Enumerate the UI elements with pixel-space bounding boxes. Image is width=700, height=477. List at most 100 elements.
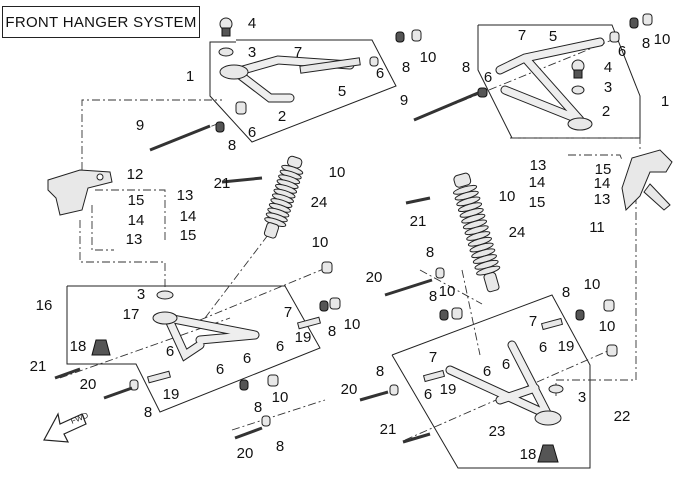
callout-7: 7 (529, 313, 537, 330)
callout-6: 6 (424, 386, 432, 403)
callout-20: 20 (80, 376, 97, 393)
callout-2: 2 (278, 108, 286, 125)
callout-19: 19 (295, 329, 312, 346)
callout-15: 15 (180, 227, 197, 244)
callout-8: 8 (642, 35, 650, 52)
callout-6: 6 (539, 339, 547, 356)
callout-12: 12 (127, 166, 144, 183)
callout-21: 21 (30, 358, 47, 375)
callout-10: 10 (329, 164, 346, 181)
callout-19: 19 (163, 386, 180, 403)
callout-6: 6 (216, 361, 224, 378)
callout-8: 8 (402, 59, 410, 76)
assembly-line (419, 269, 483, 305)
callout-23: 23 (489, 423, 506, 440)
callout-24: 24 (509, 224, 526, 241)
callout-15: 15 (128, 192, 145, 209)
callout-6: 6 (376, 65, 384, 82)
callout-20: 20 (366, 269, 383, 286)
callout-16: 16 (36, 297, 53, 314)
callout-3: 3 (578, 389, 586, 406)
steering-knuckle-right (621, 149, 673, 212)
assembly-line (461, 269, 481, 356)
callout-10: 10 (420, 49, 437, 66)
callout-10: 10 (654, 31, 671, 48)
callout-5: 5 (549, 28, 557, 45)
callout-1: 1 (186, 68, 194, 85)
callout-10: 10 (272, 389, 289, 406)
callout-19: 19 (558, 338, 575, 355)
callout-15: 15 (595, 161, 612, 178)
lower-a-arm-right (359, 196, 618, 463)
forward-direction-arrow: FWD (43, 411, 90, 443)
callout-13: 13 (594, 191, 611, 208)
assembly-line (79, 220, 166, 290)
callout-6: 6 (484, 69, 492, 86)
assembly-line (91, 205, 114, 251)
callout-13: 13 (126, 231, 143, 248)
upper-a-arm-left (215, 17, 379, 133)
assembly-line (510, 137, 641, 150)
callout-8: 8 (376, 363, 384, 380)
shock-absorber-right (452, 172, 501, 293)
callout-14: 14 (594, 175, 611, 192)
callout-3: 3 (248, 44, 256, 61)
callout-9: 9 (136, 117, 144, 134)
callout-7: 7 (518, 27, 526, 44)
callout-3: 3 (137, 286, 145, 303)
callout-6: 6 (276, 338, 284, 355)
callout-1: 1 (661, 93, 669, 110)
callout-8: 8 (462, 59, 470, 76)
callout-14: 14 (128, 212, 145, 229)
callout-8: 8 (228, 137, 236, 154)
upper-arm-left-group-outline (209, 39, 397, 143)
callout-8: 8 (562, 284, 570, 301)
callout-6: 6 (618, 43, 626, 60)
callout-5: 5 (338, 83, 346, 100)
callout-14: 14 (180, 208, 197, 225)
callout-17: 17 (123, 306, 140, 323)
assembly-line (81, 99, 222, 170)
callout-14: 14 (529, 174, 546, 191)
callout-21: 21 (380, 421, 397, 438)
callout-8: 8 (328, 323, 336, 340)
callout-24: 24 (311, 194, 328, 211)
callout-7: 7 (294, 44, 302, 61)
callout-8: 8 (276, 438, 284, 455)
callout-18: 18 (70, 338, 87, 355)
callout-10: 10 (599, 318, 616, 335)
callout-10: 10 (499, 188, 516, 205)
assembly-line (199, 267, 327, 321)
callout-8: 8 (429, 288, 437, 305)
callout-11: 11 (589, 219, 605, 236)
steering-knuckle-left (47, 169, 113, 216)
callout-10: 10 (344, 316, 361, 333)
callout-2: 2 (602, 103, 610, 120)
lower-a-arm-left (54, 176, 341, 440)
callout-15: 15 (529, 194, 546, 211)
callout-21: 21 (410, 213, 427, 230)
callout-4: 4 (604, 59, 612, 76)
assembly-line (204, 234, 269, 319)
assembly-line (231, 399, 326, 431)
callout-13: 13 (530, 157, 547, 174)
callout-4: 4 (248, 15, 256, 32)
callout-10: 10 (439, 283, 456, 300)
callout-6: 6 (166, 343, 174, 360)
callout-8: 8 (254, 399, 262, 416)
callout-7: 7 (429, 349, 437, 366)
callout-13: 13 (177, 187, 194, 204)
upper-a-arm-right (149, 13, 653, 152)
callout-9: 9 (400, 92, 408, 109)
callout-19: 19 (440, 381, 457, 398)
callout-6: 6 (502, 356, 510, 373)
callout-6: 6 (483, 363, 491, 380)
callout-18: 18 (520, 446, 537, 463)
callout-20: 20 (341, 381, 358, 398)
assembly-line (568, 154, 623, 161)
shock-absorber-left (263, 155, 304, 239)
diagram-title: FRONT HANGER SYSTEM (2, 6, 200, 38)
